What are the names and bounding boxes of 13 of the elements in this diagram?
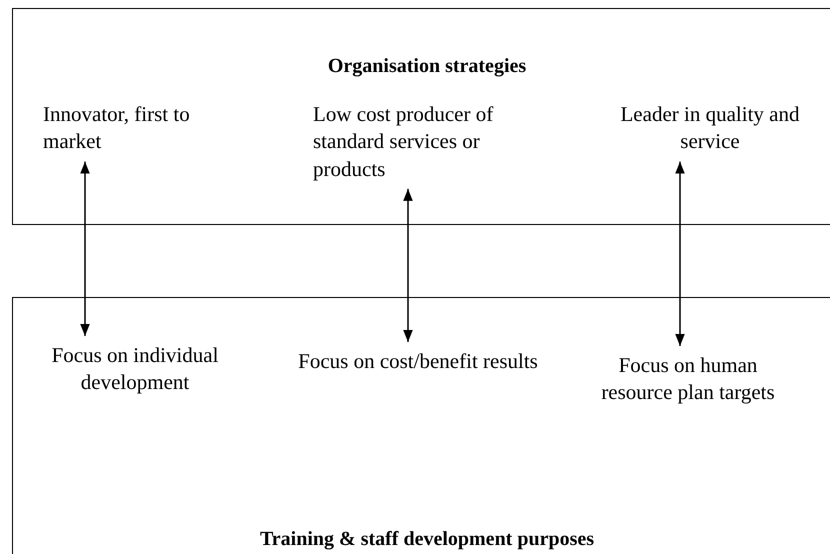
text-label: Focus on human resource plan targets [588, 352, 788, 407]
double-arrow [675, 162, 685, 346]
text-label: Focus on individual development [25, 342, 245, 397]
text-label: Low cost producer of standard services or products [313, 101, 543, 183]
panel-heading: Training & staff development purposes [260, 527, 594, 552]
text-label: Leader in quality and service [605, 101, 815, 156]
double-arrow [403, 188, 413, 342]
panel [12, 297, 830, 554]
text-label: Focus on cost/benefit results [298, 348, 538, 376]
panel [12, 8, 830, 225]
text-label: Innovator, first to market [43, 101, 213, 156]
panel-heading: Organisation strategies [328, 54, 526, 79]
double-arrow [80, 162, 90, 336]
